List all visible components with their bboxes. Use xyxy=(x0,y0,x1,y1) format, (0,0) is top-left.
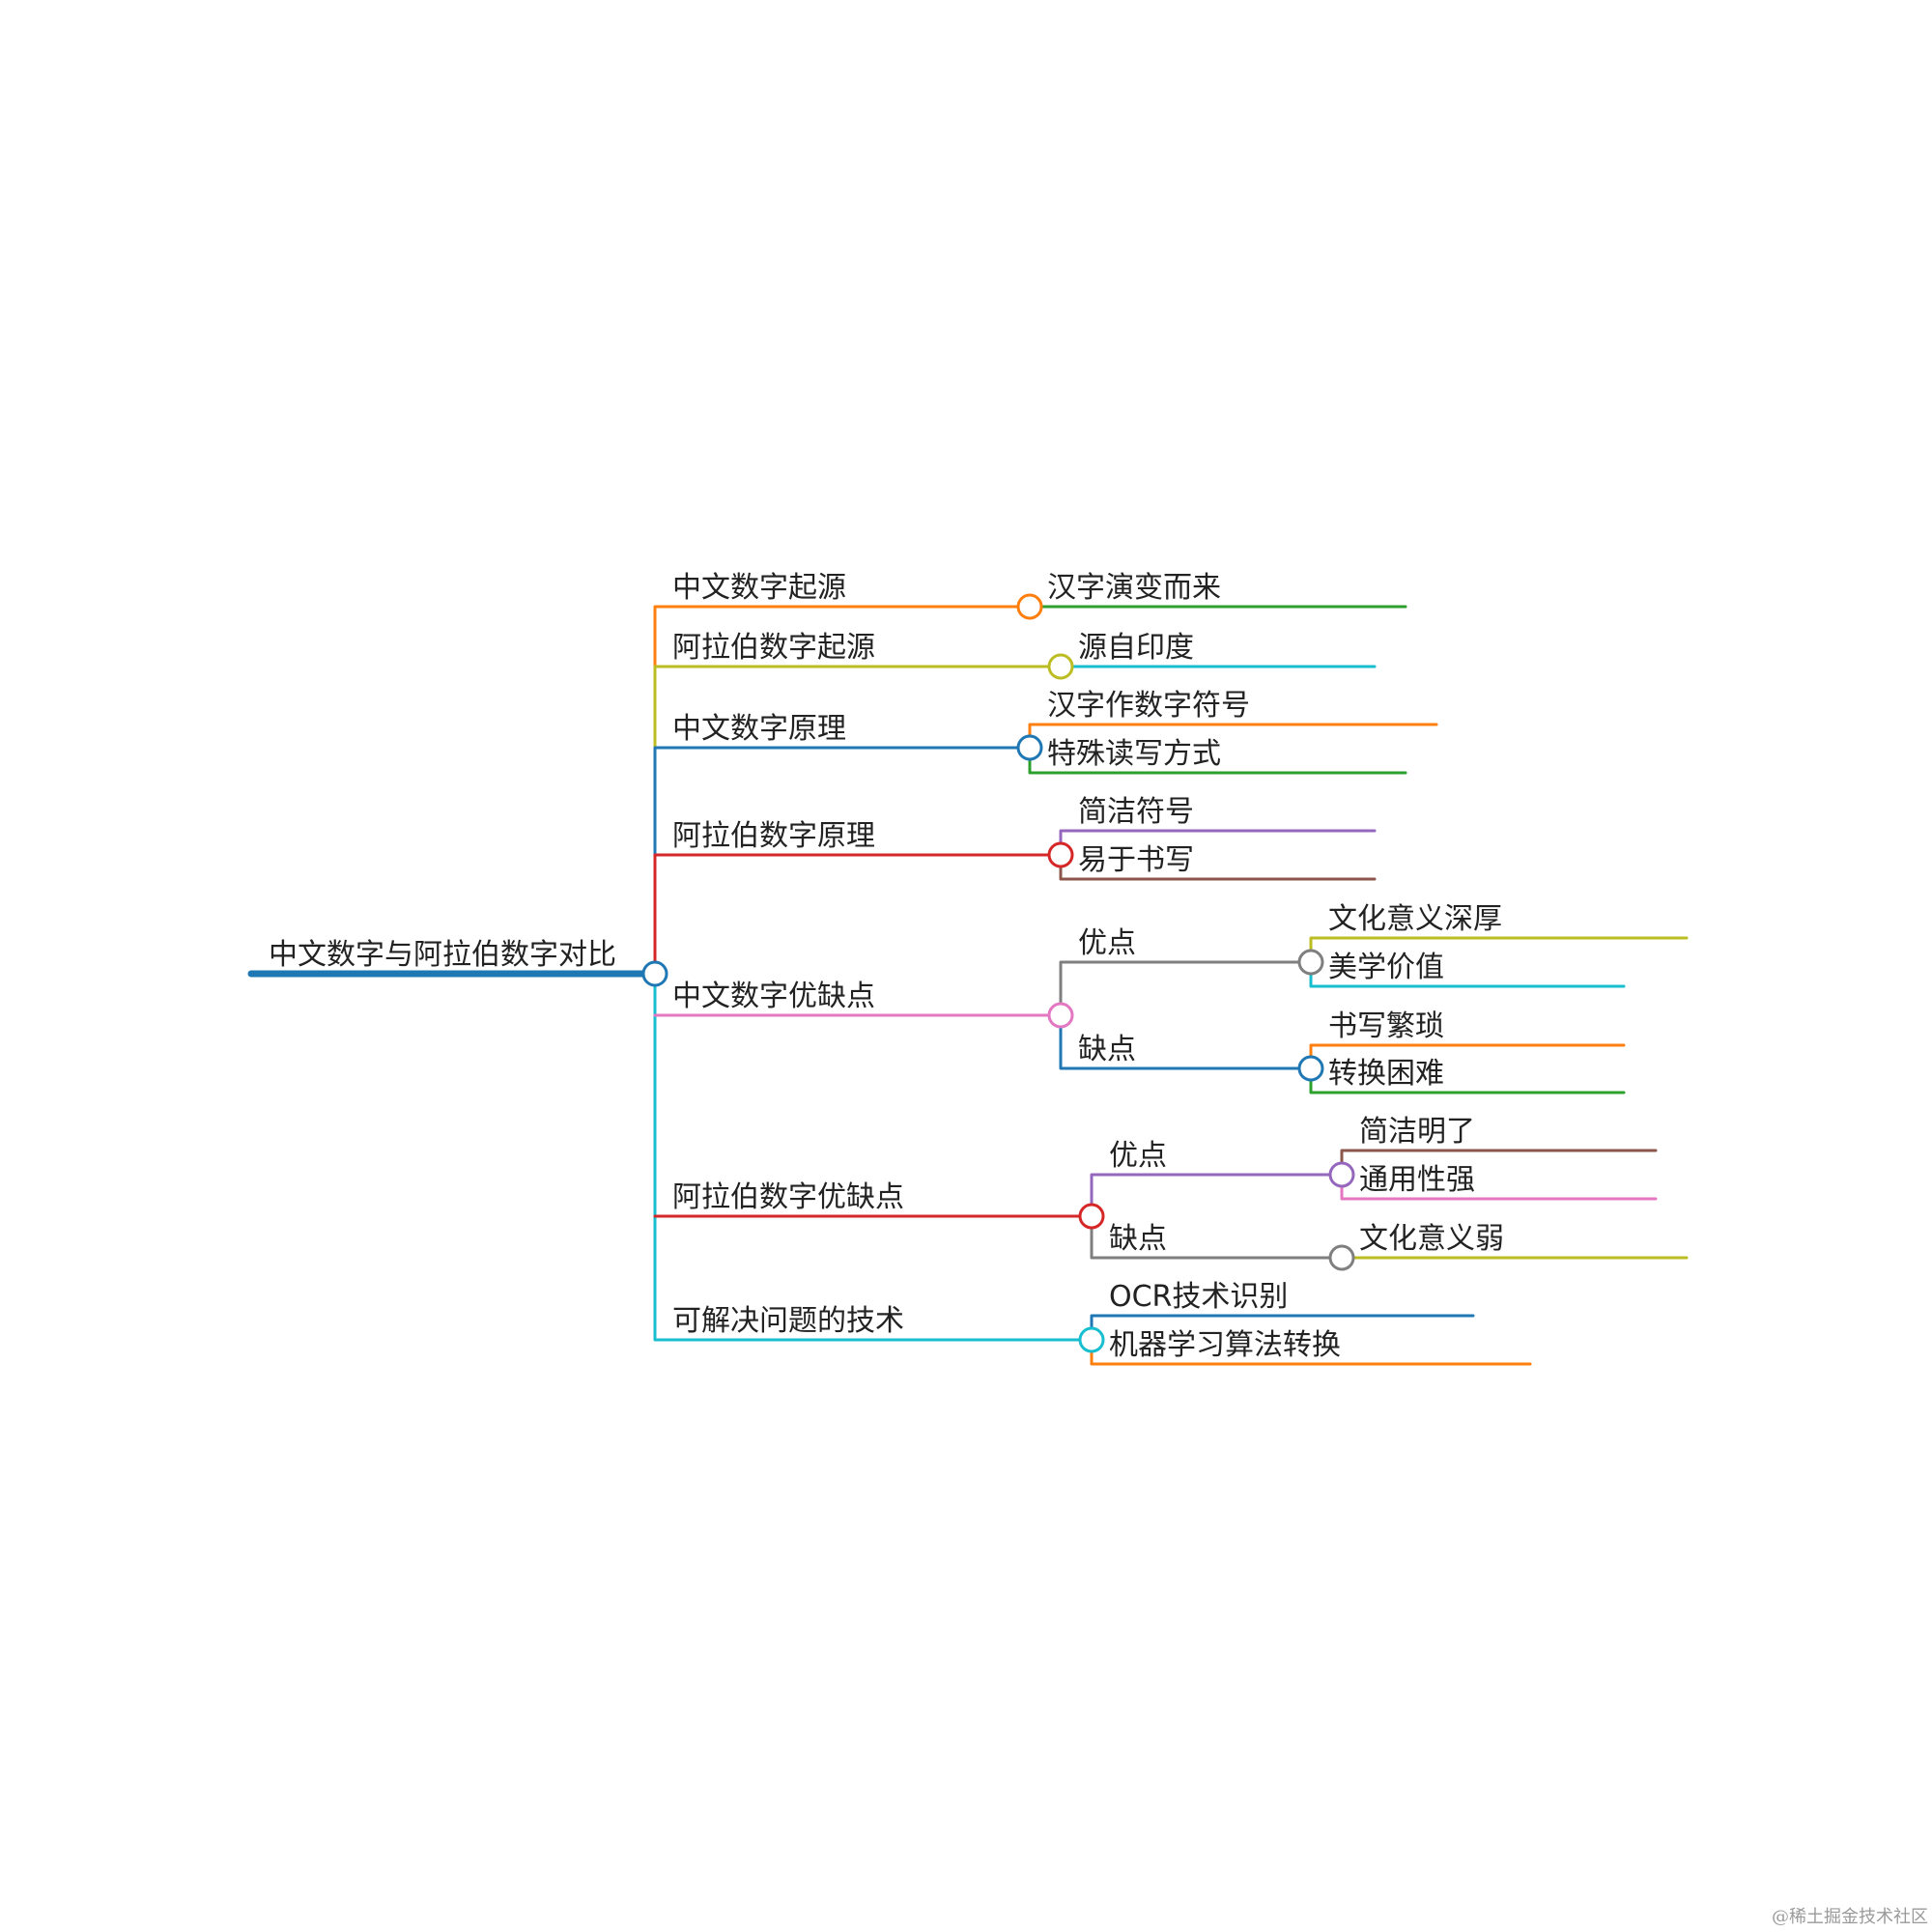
node-2-0-label: 汉字作数字符号 xyxy=(1047,689,1250,723)
node-4-1-toggle-circle[interactable] xyxy=(1297,1055,1324,1082)
node-6-1-label: 机器学习算法转换 xyxy=(1109,1328,1341,1362)
node-2-toggle-circle[interactable] xyxy=(1016,734,1043,761)
node-5-1-label: 缺点 xyxy=(1109,1222,1167,1256)
node-1-label: 阿拉伯数字起源 xyxy=(672,631,875,665)
node-3-1-label: 易于书写 xyxy=(1078,843,1194,877)
node-6-label: 可解决问题的技术 xyxy=(672,1304,904,1338)
node-5-toggle-circle[interactable] xyxy=(1078,1203,1105,1230)
node-1-0-label: 源自印度 xyxy=(1078,631,1194,665)
node-4-0-1-label: 美学价值 xyxy=(1328,951,1444,984)
node-5-0-toggle-circle[interactable] xyxy=(1328,1161,1355,1188)
node-3-toggle-circle[interactable] xyxy=(1047,841,1074,868)
root-node-label: 中文数字与阿拉伯数字对比 xyxy=(269,938,616,972)
node-4-toggle-circle[interactable] xyxy=(1047,1002,1074,1029)
watermark: @稀土掘金技术社区 xyxy=(1772,1907,1928,1927)
node-5-0-label: 优点 xyxy=(1109,1139,1167,1173)
node-0-label: 中文数字起源 xyxy=(672,571,846,605)
branch-underline-layer xyxy=(247,605,1689,1366)
node-3-label: 阿拉伯数字原理 xyxy=(672,819,875,853)
node-5-1-0-label: 文化意义弱 xyxy=(1359,1222,1504,1256)
node-5-label: 阿拉伯数字优缺点 xyxy=(672,1180,904,1214)
node-5-0-1-label: 通用性强 xyxy=(1359,1163,1475,1197)
node-4-label: 中文数字优缺点 xyxy=(672,980,875,1013)
node-0-0-label: 汉字演变而来 xyxy=(1047,571,1221,605)
node-4-0-toggle-circle[interactable] xyxy=(1297,949,1324,976)
node-5-1-toggle-circle[interactable] xyxy=(1328,1244,1355,1271)
node-4-1-label: 缺点 xyxy=(1078,1033,1136,1066)
node-circle-layer xyxy=(641,593,1355,1353)
node-2-label: 中文数字原理 xyxy=(672,712,846,746)
node-1-toggle-circle[interactable] xyxy=(1047,653,1074,680)
node-4-0-0-label: 文化意义深厚 xyxy=(1328,902,1502,936)
node-4-0-label: 优点 xyxy=(1078,926,1136,960)
node-3-0-label: 简洁符号 xyxy=(1078,795,1194,829)
node-4-1-0-label: 书写繁琐 xyxy=(1328,1009,1444,1043)
node-0-toggle-circle[interactable] xyxy=(1016,593,1043,620)
node-2-1-label: 特殊读写方式 xyxy=(1047,737,1221,771)
node-4-1-1-label: 转换困难 xyxy=(1328,1057,1444,1091)
node-5-0-0-label: 简洁明了 xyxy=(1359,1115,1475,1149)
node-6-toggle-circle[interactable] xyxy=(1078,1326,1105,1353)
root-node-toggle-circle[interactable] xyxy=(641,960,668,987)
node-6-0-label: OCR技术识别 xyxy=(1109,1280,1288,1314)
